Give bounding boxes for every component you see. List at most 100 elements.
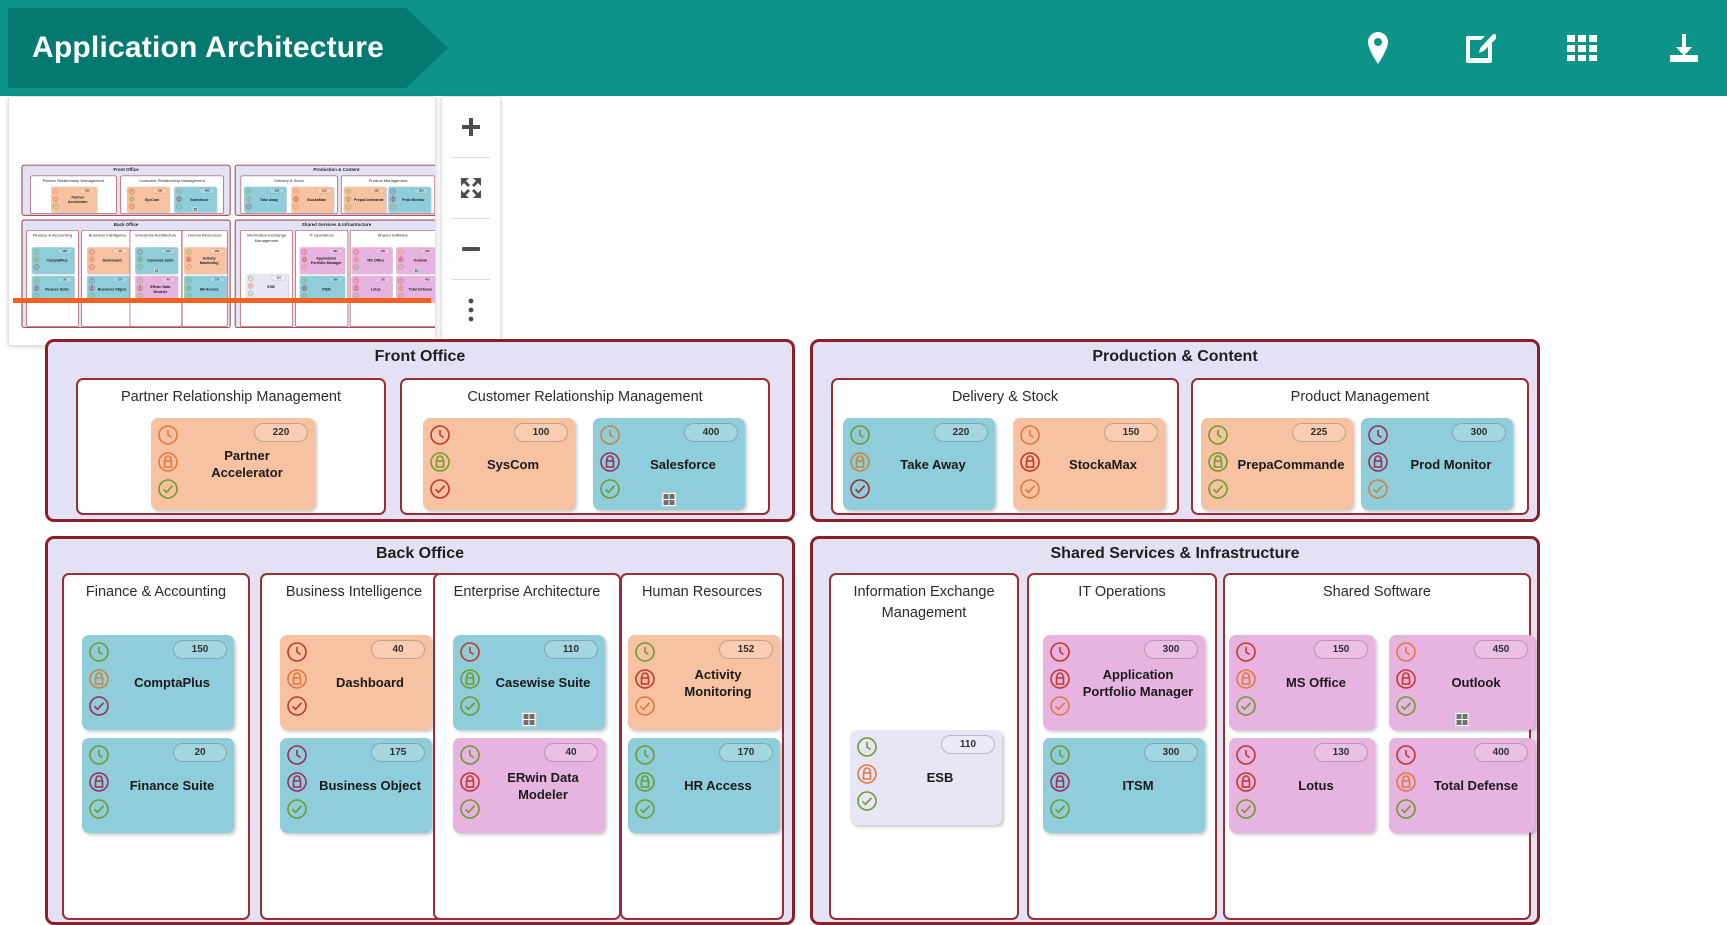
clock-icon (458, 640, 482, 664)
location-pin-icon[interactable] (1357, 27, 1399, 69)
divider (452, 157, 490, 158)
application-name: Finance Suite (129, 778, 215, 793)
application-name: Business Object (319, 778, 421, 793)
check-circle-icon (855, 789, 879, 813)
application-metric-badge: 40 (371, 640, 425, 659)
application-status-icons (458, 640, 482, 718)
domain-group-title: Production & Content (1092, 348, 1258, 365)
zoom-out-button[interactable] (441, 219, 501, 279)
check-circle-icon (1048, 797, 1072, 821)
zoom-in-button[interactable] (441, 97, 501, 157)
application-status-icons (1048, 743, 1072, 821)
lock-icon (598, 450, 622, 474)
lock-icon (848, 450, 872, 474)
application-status-icons (1206, 423, 1230, 501)
capability-subgroup-title: Shared Software (1322, 584, 1431, 600)
check-circle-icon (458, 694, 482, 718)
application-metric-badge: 150 (1314, 640, 1368, 659)
grid-apps-icon[interactable] (1561, 27, 1603, 69)
lock-icon (1394, 667, 1418, 691)
application-metric-badge: 152 (719, 640, 773, 659)
application-status-icons (1018, 423, 1042, 501)
application-status-icons (156, 423, 180, 501)
lock-icon (1234, 770, 1258, 794)
sub-diagram-grid-icon[interactable] (521, 712, 537, 727)
clock-icon (1018, 423, 1042, 447)
more-options-button[interactable] (441, 280, 501, 340)
header-action-bar (1357, 27, 1727, 69)
fit-to-screen-button[interactable] (441, 158, 501, 218)
application-name: Lotus (1298, 778, 1334, 793)
application-name: Casewise Suite (495, 675, 591, 690)
application-status-icons (458, 743, 482, 821)
page-title-banner: Application Architecture (8, 8, 448, 88)
download-icon[interactable] (1663, 27, 1705, 69)
domain-group-title: Front Office (374, 348, 466, 365)
application-metric-badge: 300 (1144, 743, 1198, 762)
clock-icon (428, 423, 452, 447)
check-circle-icon (87, 694, 111, 718)
application-name: SysCom (486, 456, 540, 472)
lock-icon (1394, 770, 1418, 794)
clock-icon (848, 423, 872, 447)
sub-diagram-grid-icon[interactable] (1454, 712, 1470, 727)
edit-pencil-icon[interactable] (1459, 27, 1501, 69)
capability-subgroup-title: Enterprise Architecture (453, 584, 601, 600)
application-metric-badge: 220 (934, 423, 988, 442)
check-circle-icon (1366, 477, 1390, 501)
sub-diagram-grid-icon[interactable] (661, 492, 677, 507)
application-name: Activity Monitoring (684, 666, 752, 699)
application-metric-badge: 400 (684, 423, 738, 442)
application-status-icons (87, 640, 111, 718)
capability-subgroup-title: Business Intelligence (285, 584, 423, 600)
check-circle-icon (1394, 694, 1418, 718)
page-title: Application Architecture (32, 31, 385, 64)
application-name: StockaMax (1069, 456, 1137, 472)
clock-icon (87, 743, 111, 767)
application-metric-badge: 170 (719, 743, 773, 762)
application-name: Prod Monitor (1410, 456, 1492, 472)
application-name: Partner Accelerator (211, 448, 283, 480)
check-circle-icon (598, 477, 622, 501)
application-metric-badge: 130 (1314, 743, 1368, 762)
check-circle-icon (633, 694, 657, 718)
